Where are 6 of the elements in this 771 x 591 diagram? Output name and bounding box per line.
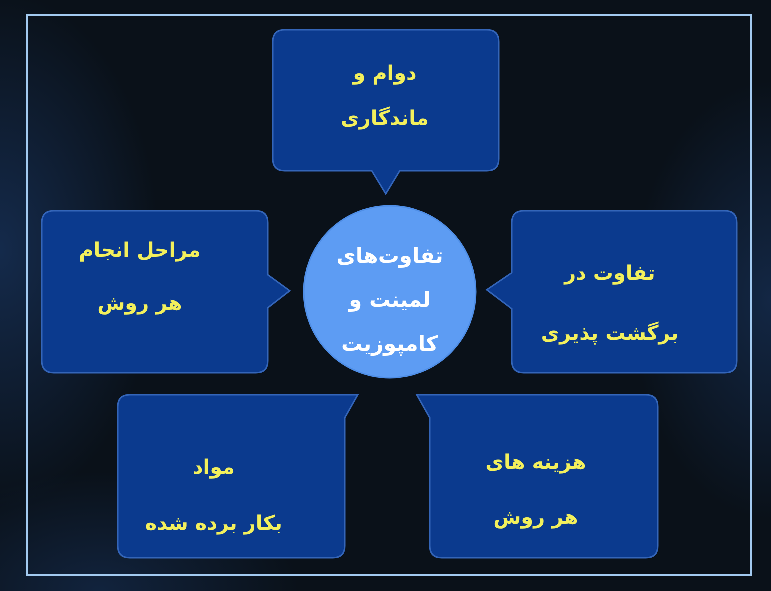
speech-bubble: مراحل انجام هر روش: [41, 210, 291, 374]
speech-bubble: دوام و ماندگاری: [272, 29, 500, 195]
speech-bubble: تفاوت در برگشت پذیری: [486, 210, 738, 374]
speech-bubble: هزینه های هر روش: [416, 394, 659, 559]
topic-circle: تفاوت‌های لمینت و کامپوزیت: [303, 205, 477, 379]
speech-bubble: مواد بکار برده شده: [117, 394, 359, 559]
